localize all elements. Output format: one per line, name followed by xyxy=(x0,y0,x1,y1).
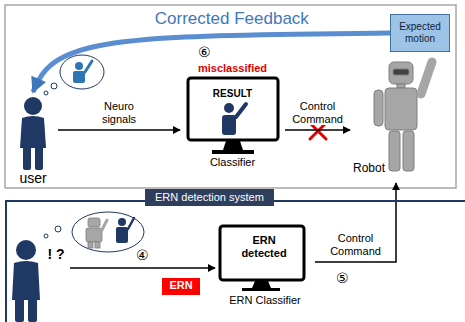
person-icon xyxy=(75,62,83,70)
robot-figure xyxy=(389,62,413,84)
monitor-icon xyxy=(242,288,280,291)
user-figure xyxy=(23,146,31,170)
node-text: Expected motion xyxy=(391,21,449,44)
robot-icon xyxy=(88,218,100,227)
edge-label: Corrected Feedback xyxy=(153,9,311,29)
robot-node: Robot xyxy=(350,56,442,183)
person-icon xyxy=(236,104,246,117)
robot-figure xyxy=(389,131,400,171)
node-subtext: RESULT xyxy=(180,88,285,100)
thought-bubble xyxy=(51,83,57,89)
ern-system-panel: ERN detection system! ?ERNERN detectedER… xyxy=(5,200,465,322)
thought-bubble xyxy=(44,234,48,238)
node-text: misclassified xyxy=(180,62,285,75)
user-figure xyxy=(15,298,24,322)
top-panel xyxy=(5,5,456,188)
user-figure xyxy=(24,97,42,115)
callout-number: ⑥ xyxy=(198,44,211,60)
cross-mark xyxy=(310,123,326,139)
ern-signal-box: ERN xyxy=(162,278,200,295)
cross-mark xyxy=(310,123,326,139)
node-subtext: Classifier xyxy=(180,156,285,169)
user-figure xyxy=(20,116,46,148)
person-icon xyxy=(118,218,126,226)
monitor-icon xyxy=(212,150,254,154)
person-icon xyxy=(85,61,92,72)
command-arrow xyxy=(285,129,350,131)
robot-icon xyxy=(95,242,100,248)
monitor-icon xyxy=(220,226,304,291)
robot-icon xyxy=(86,228,102,242)
edge-label: ④ xyxy=(134,247,151,263)
person-icon xyxy=(222,115,236,135)
robot-figure xyxy=(403,131,414,171)
monitor-icon xyxy=(220,226,304,280)
edge-label: Control Command xyxy=(289,100,347,125)
thought-bubble xyxy=(72,212,144,252)
person-icon xyxy=(73,61,92,83)
user-figure xyxy=(20,97,46,170)
robot-icon xyxy=(88,242,93,248)
person-icon xyxy=(116,227,128,243)
person-icon xyxy=(128,218,134,229)
monitor-icon xyxy=(188,78,278,140)
node-text: ERN detection system xyxy=(145,189,274,206)
person-icon xyxy=(73,71,85,83)
user-figure xyxy=(28,298,37,322)
expected-motion-box: Expected motion xyxy=(390,14,450,52)
node-text: ERN detected xyxy=(232,234,296,259)
command-arrow xyxy=(315,183,396,262)
robot-figure xyxy=(397,84,405,88)
callout-number: ⑤ xyxy=(336,270,349,286)
thought-bubble xyxy=(55,226,61,232)
person-icon xyxy=(224,103,234,113)
signal-arrow xyxy=(58,129,180,131)
robot-figure xyxy=(393,69,409,75)
monitor-icon xyxy=(223,141,243,150)
edge-label: Control Command xyxy=(325,232,387,257)
person-icon xyxy=(116,218,134,243)
thought-bubble xyxy=(44,91,48,95)
thought-bubble xyxy=(60,55,104,89)
monitor-icon xyxy=(252,281,271,288)
person-icon xyxy=(222,103,246,135)
node-text: ! ? xyxy=(42,246,70,262)
node-text: ERN xyxy=(162,279,200,292)
node-text: user xyxy=(8,170,58,186)
ern-classifier-monitor: ERN detectedERN Classifier xyxy=(215,222,315,312)
robot-icon xyxy=(86,218,107,248)
node-subtext: ERN Classifier xyxy=(215,294,315,307)
cross-mark xyxy=(310,123,326,139)
robot-figure xyxy=(385,88,417,130)
edge-label: Neuro signals xyxy=(91,100,147,125)
ern-arrow xyxy=(70,267,215,269)
robot-figure xyxy=(421,62,432,94)
user-figure xyxy=(12,261,40,300)
user-figure xyxy=(16,240,36,260)
feedback-arrow xyxy=(33,33,390,92)
user-node: user xyxy=(8,92,58,187)
robot-icon xyxy=(102,220,107,230)
robot-figure xyxy=(374,90,383,126)
user-figure xyxy=(12,240,40,322)
user-node: ! ? xyxy=(10,234,70,322)
user-figure xyxy=(35,146,43,170)
node-text: Robot xyxy=(350,162,388,176)
classifier-monitor: misclassifiedRESULT Classifier xyxy=(180,62,285,176)
robot-figure xyxy=(374,62,432,171)
